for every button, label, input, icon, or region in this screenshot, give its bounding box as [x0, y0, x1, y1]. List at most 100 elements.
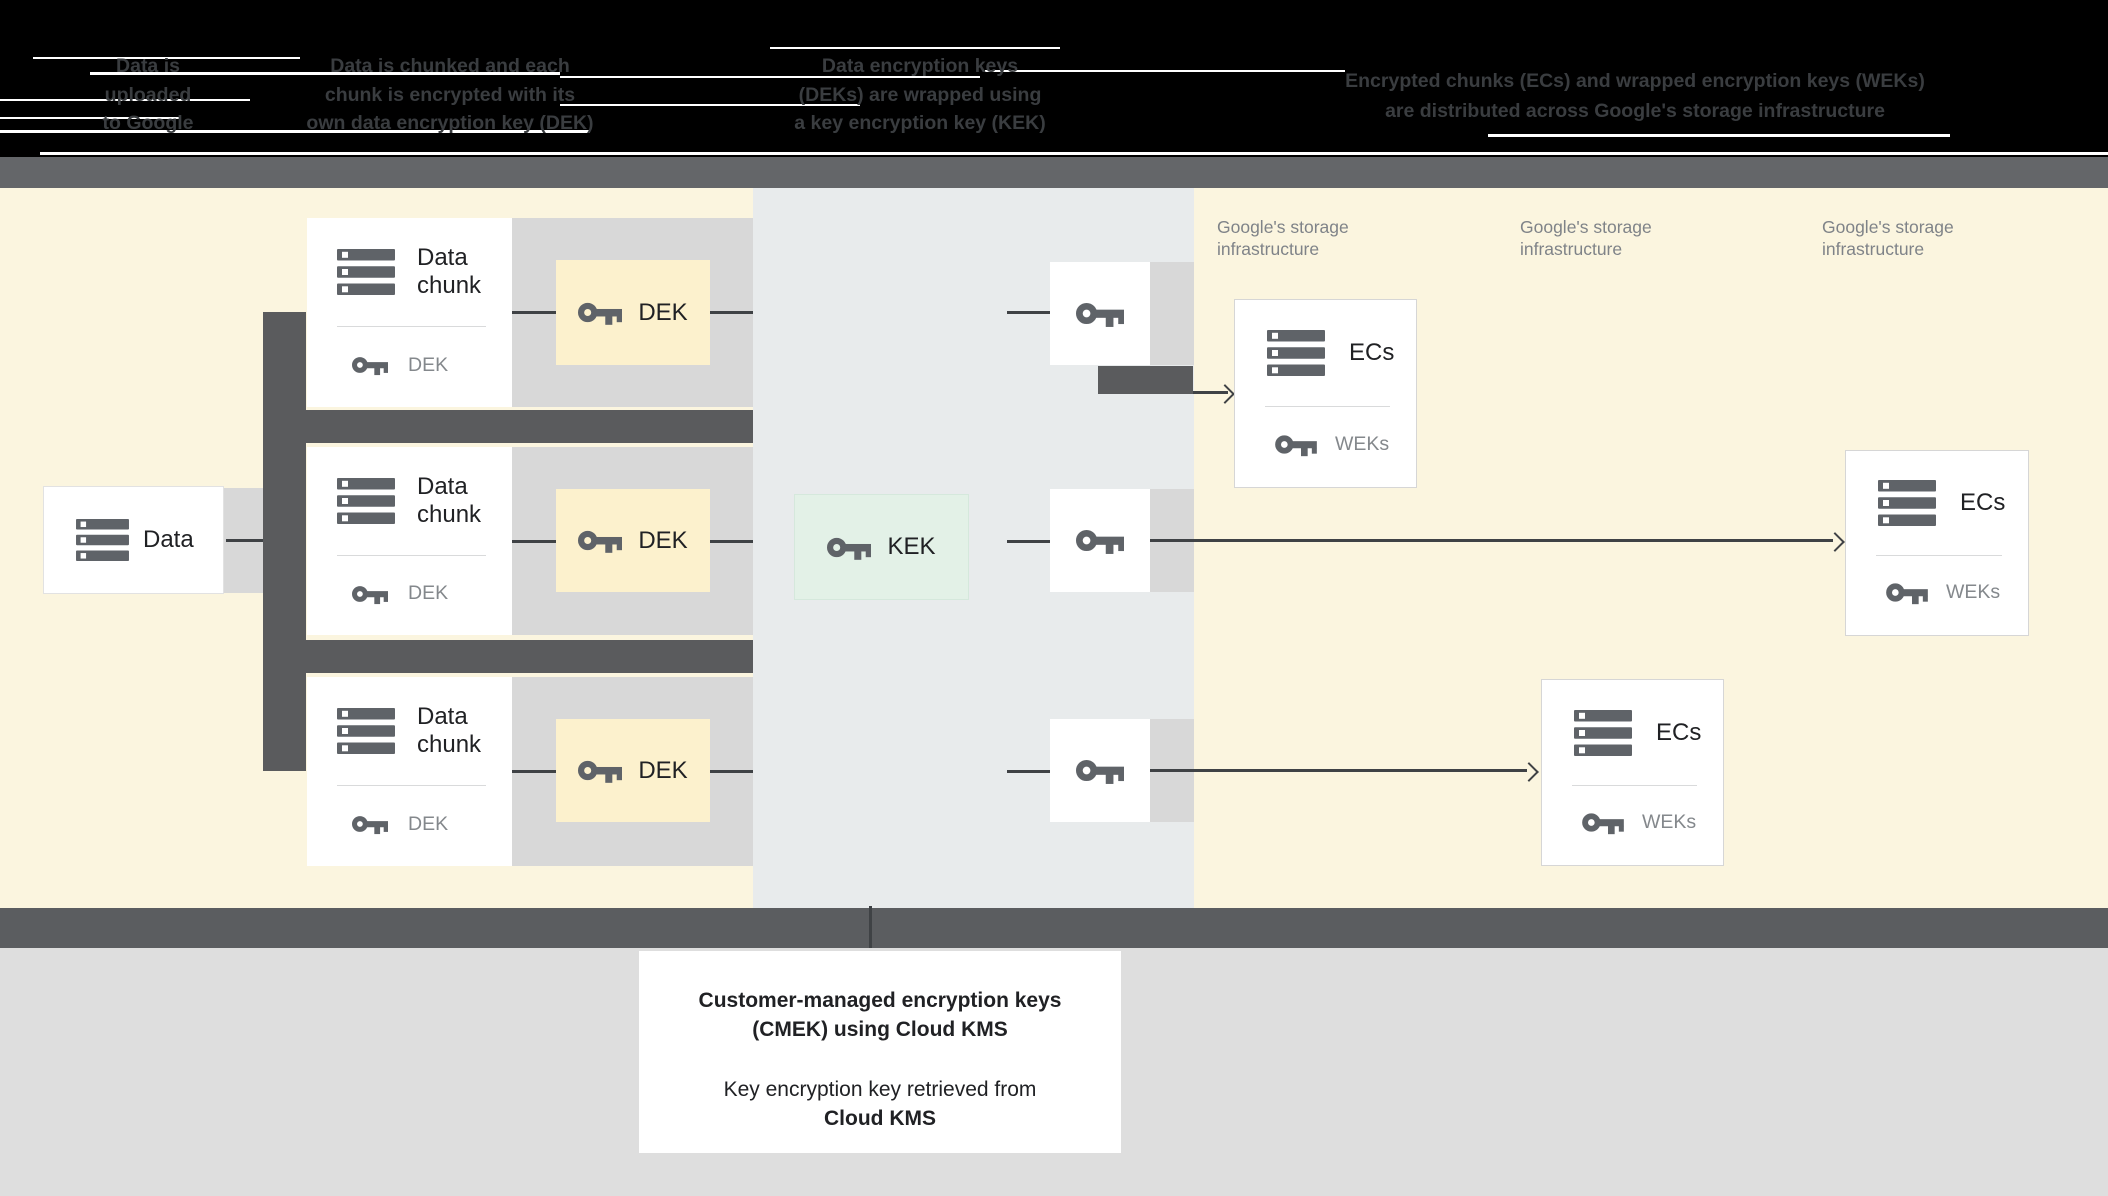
- server-stack-icon: [1878, 480, 1936, 526]
- weks-sub-label: WEKs: [1335, 432, 1390, 455]
- row-divider-bar: [263, 410, 753, 443]
- top-caption-band: Data is uploaded to Google Data is chunk…: [0, 0, 2108, 157]
- wek-arrow-bar: [1098, 366, 1193, 394]
- caption-line: to Google: [102, 112, 194, 134]
- box-divider: [337, 785, 486, 786]
- key-icon: [578, 527, 622, 554]
- caption-step-3: Data encryption keys (DEKs) are wrapped …: [770, 52, 1070, 138]
- key-icon: [1076, 299, 1124, 328]
- data-chunk-box: Data chunk DEK: [307, 218, 512, 407]
- server-stack-icon: [337, 249, 395, 295]
- wrapping-key-box: [1050, 719, 1150, 822]
- connector-line: [512, 540, 556, 543]
- caption-line: Data is: [116, 55, 180, 77]
- glitch-line: [33, 57, 300, 59]
- data-chunk-label: Data chunk: [417, 703, 482, 758]
- key-icon: [1076, 526, 1124, 555]
- footer-area: Customer-managed encryption keys (CMEK) …: [0, 948, 2108, 1196]
- connector-line: [512, 770, 556, 773]
- kek-box: KEK: [794, 494, 969, 600]
- box-divider: [337, 326, 486, 327]
- weks-sub-label: WEKs: [1946, 581, 2001, 603]
- server-stack-icon: [76, 519, 129, 561]
- key-icon: [1076, 756, 1124, 785]
- dek-sub-label: DEK: [408, 353, 449, 376]
- top-gray-bar: [0, 157, 2108, 188]
- row-divider-bar: [263, 640, 753, 673]
- box-divider: [337, 555, 486, 556]
- data-chunk-box: Data chunk DEK: [307, 677, 512, 866]
- ecs-label: ECs: [1960, 489, 2006, 516]
- weks-sub-label: WEKs: [1642, 811, 1697, 833]
- storage-infrastructure-label: Google's storage infrastructure: [1520, 217, 1652, 259]
- glitch-line: [0, 99, 250, 101]
- bottom-gray-bar: [0, 908, 2108, 948]
- dek-box: DEK: [556, 719, 710, 822]
- caption-line: a key encryption key (KEK): [794, 112, 1046, 134]
- key-icon: [352, 813, 388, 835]
- cmek-caption-card: Customer-managed encryption keys (CMEK) …: [639, 951, 1121, 1153]
- caption-step-4: Encrypted chunks (ECs) and wrapped encry…: [1318, 66, 1952, 126]
- dek-box-label: DEK: [638, 756, 688, 784]
- kek-box-label: KEK: [887, 533, 936, 560]
- dek-sub-label: DEK: [408, 812, 449, 835]
- connector-line: [512, 311, 556, 314]
- data-box: Data: [43, 486, 224, 594]
- glitch-line: [985, 70, 1345, 72]
- glitch-line: [560, 76, 980, 78]
- glitch-line: [770, 47, 1060, 49]
- cmek-caption-line: (CMEK) using Cloud KMS: [752, 1017, 1008, 1041]
- white-strip: [40, 152, 2108, 155]
- connector-line: [710, 311, 753, 314]
- box-divider: [1265, 406, 1390, 407]
- server-stack-icon: [337, 478, 395, 524]
- arrow-to-ecs-1: [1193, 391, 1228, 394]
- server-stack-icon: [337, 708, 395, 754]
- glitch-line: [0, 130, 590, 133]
- ecs-label: ECs: [1349, 339, 1395, 366]
- key-icon: [1886, 580, 1928, 605]
- key-icon: [352, 583, 388, 605]
- dek-box: DEK: [556, 260, 710, 365]
- key-icon: [352, 354, 388, 376]
- arrow-to-ecs-3: [1150, 769, 1527, 772]
- kms-connector-line: [869, 906, 872, 952]
- dek-sub-label: DEK: [408, 582, 449, 604]
- caption-line: own data encryption key (DEK): [306, 112, 594, 134]
- dek-box: DEK: [556, 489, 710, 592]
- storage-infrastructure-label: Google's storage infrastructure: [1822, 217, 1954, 259]
- caption-line: (DEKs) are wrapped using: [798, 83, 1042, 106]
- ecs-label: ECs: [1656, 718, 1702, 746]
- connector-line: [710, 770, 753, 773]
- glitch-line: [0, 117, 180, 119]
- connector-line: [1007, 311, 1050, 314]
- ecs-box: ECs WEKs: [1234, 299, 1417, 488]
- ecs-box: ECs WEKs: [1541, 679, 1724, 866]
- cmek-caption-line: Cloud KMS: [824, 1106, 936, 1130]
- key-icon: [578, 757, 622, 784]
- caption-step-1: Data is uploaded to Google: [58, 52, 238, 138]
- caption-line: Encrypted chunks (ECs) and wrapped encry…: [1345, 70, 1925, 92]
- connector-line: [1007, 540, 1050, 543]
- caption-line: Data is chunked and each: [330, 55, 570, 77]
- dek-box-label: DEK: [638, 526, 688, 554]
- cmek-caption-line: Customer-managed encryption keys: [698, 989, 1062, 1012]
- glitch-line: [1488, 134, 1950, 137]
- data-chunk-label: Data chunk: [417, 473, 482, 528]
- wrapping-key-box: [1050, 262, 1150, 365]
- server-stack-icon: [1574, 710, 1632, 756]
- ecs-box: ECs WEKs: [1845, 450, 2029, 636]
- key-icon: [1582, 810, 1624, 835]
- connector-line: [1007, 770, 1050, 773]
- arrow-to-ecs-2: [1150, 539, 1833, 542]
- connector-line: [710, 540, 753, 543]
- key-icon: [827, 534, 871, 561]
- key-icon: [1275, 432, 1317, 457]
- dek-box-label: DEK: [638, 298, 688, 326]
- key-fill: [1150, 262, 1194, 365]
- box-divider: [1876, 555, 2002, 556]
- cmek-caption-line: Key encryption key retrieved from: [723, 1078, 1037, 1101]
- key-icon: [578, 299, 622, 326]
- caption-line: Data encryption keys: [821, 55, 1019, 77]
